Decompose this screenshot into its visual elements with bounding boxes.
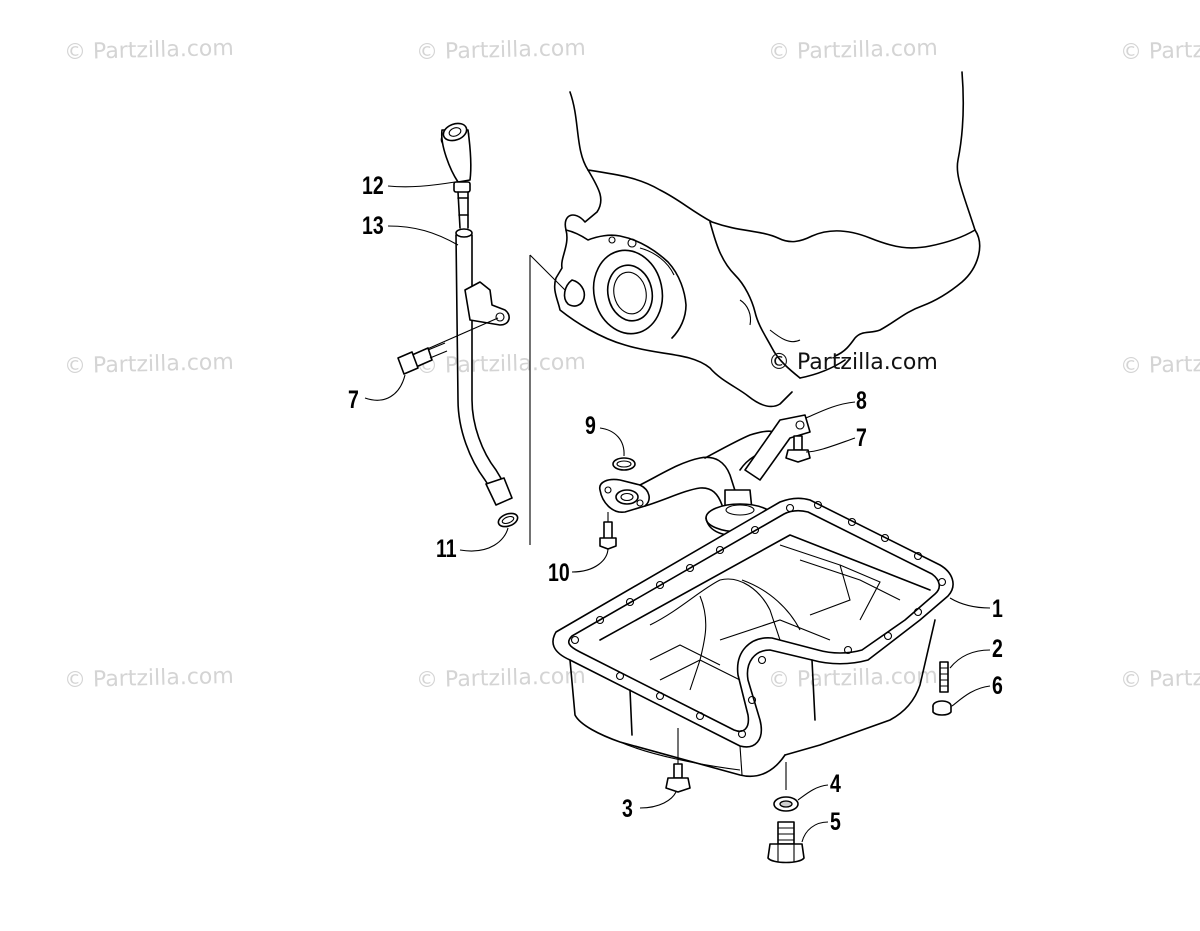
callout-2: 2	[992, 635, 1003, 663]
bolt-10	[599, 512, 617, 550]
callout-7-left: 7	[348, 386, 359, 414]
callout-13: 13	[362, 212, 384, 240]
o-ring-11	[497, 512, 519, 528]
bolt-7-right	[785, 435, 811, 463]
callout-10: 10	[548, 559, 570, 587]
callout-1: 1	[992, 595, 1003, 623]
leader-lines	[364, 181, 991, 843]
bolt-3	[665, 728, 691, 793]
nut-6	[932, 700, 952, 716]
callout-6: 6	[992, 672, 1003, 700]
stud-2	[939, 661, 949, 693]
callout-4: 4	[830, 770, 841, 798]
callout-8: 8	[856, 387, 867, 415]
callout-5: 5	[830, 808, 841, 836]
callout-7-right: 7	[856, 424, 867, 452]
copyright-mark: © Partzilla.com	[768, 350, 938, 375]
drain-bolt-5	[767, 821, 805, 864]
washer-4	[773, 796, 799, 812]
reference-line	[529, 254, 566, 291]
dipstick-tube	[455, 228, 513, 506]
engine-crankcase	[553, 71, 981, 408]
bolt-7-left	[397, 317, 499, 375]
flange-bolt-holes	[570, 500, 947, 739]
callout-3: 3	[622, 795, 633, 823]
callout-11: 11	[436, 535, 457, 563]
oil-pan	[552, 497, 954, 777]
callout-9: 9	[585, 412, 596, 440]
o-ring-9	[612, 457, 636, 471]
callout-12: 12	[362, 172, 384, 200]
dipstick	[440, 122, 472, 229]
